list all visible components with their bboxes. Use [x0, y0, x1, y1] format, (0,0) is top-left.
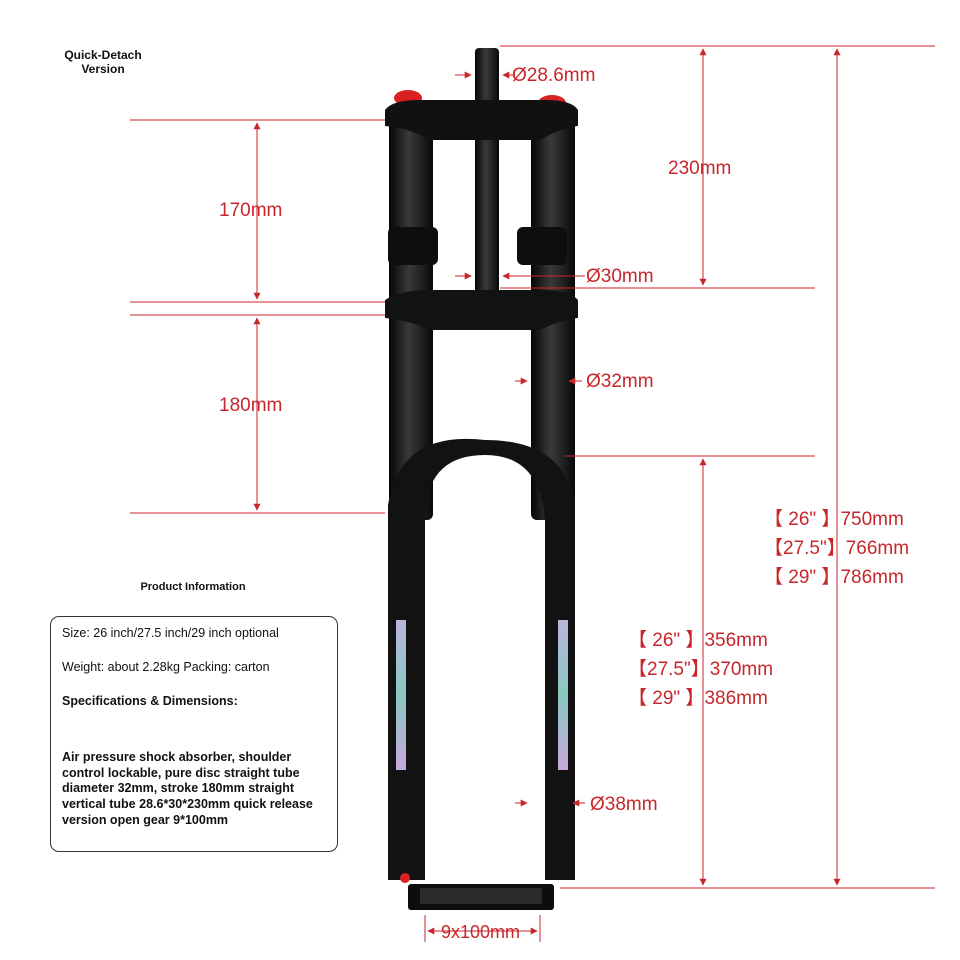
info-desc-line: diameter 32mm, stroke 180mm straight: [62, 781, 295, 796]
info-size: Size: 26 inch/27.5 inch/29 inch optional: [62, 626, 279, 640]
product-info-box: Size: 26 inch/27.5 inch/29 inch optional…: [50, 616, 338, 852]
info-desc-line: control lockable, pure disc straight tub…: [62, 765, 300, 780]
version-label: Quick-Detach Version: [48, 48, 158, 77]
info-weight: Weight: about 2.28kg Packing: carton: [62, 660, 270, 674]
a2c-row: 【27.5"】370mm: [628, 659, 774, 680]
version-line-2: Version: [81, 62, 125, 77]
info-desc-line: version open gear 9*100mm: [62, 812, 229, 827]
info-specs-title: Specifications & Dimensions:: [62, 694, 238, 708]
quick-release-red: [400, 873, 410, 883]
dim-steerer-length: 230mm: [668, 158, 732, 179]
dim-stanchion: Ø32mm: [586, 371, 654, 392]
axle-inner: [420, 888, 542, 904]
overall-row: 【27.5"】766mm: [764, 538, 910, 559]
fork-arch: [388, 438, 575, 880]
dim-lower-leg: Ø38mm: [590, 794, 658, 815]
right-collar: [517, 227, 567, 265]
version-line-1: Quick-Detach: [64, 48, 142, 62]
info-desc-line: vertical tube 28.6*30*230mm quick releas…: [62, 796, 313, 811]
fork-illustration: [385, 48, 578, 910]
info-desc-line: Air pressure shock absorber, shoulder: [62, 750, 292, 764]
steerer-tube: [475, 48, 499, 298]
product-info-title: Product Information: [140, 581, 246, 593]
overall-row: 【 29" 】786mm: [764, 567, 904, 588]
a2c-row: 【 26" 】356mm: [628, 630, 768, 651]
right-decal: [558, 620, 568, 770]
dimension-lines: [130, 45, 935, 942]
dim-upper-span: 170mm: [219, 200, 283, 221]
a2c-row: 【 29" 】386mm: [628, 688, 768, 709]
info-description: Air pressure shock absorber, shoulder co…: [62, 750, 329, 828]
dim-steerer-top: Ø28.6mm: [512, 65, 596, 86]
overall-row: 【 26" 】750mm: [764, 509, 904, 530]
left-collar: [388, 227, 438, 265]
dim-lower-span: 180mm: [219, 395, 283, 416]
upper-crown: [385, 100, 578, 140]
dim-axle: 9x100mm: [441, 922, 521, 942]
dim-steerer-bottom: Ø30mm: [586, 266, 654, 287]
lower-crown: [385, 290, 578, 330]
left-decal: [396, 620, 406, 770]
